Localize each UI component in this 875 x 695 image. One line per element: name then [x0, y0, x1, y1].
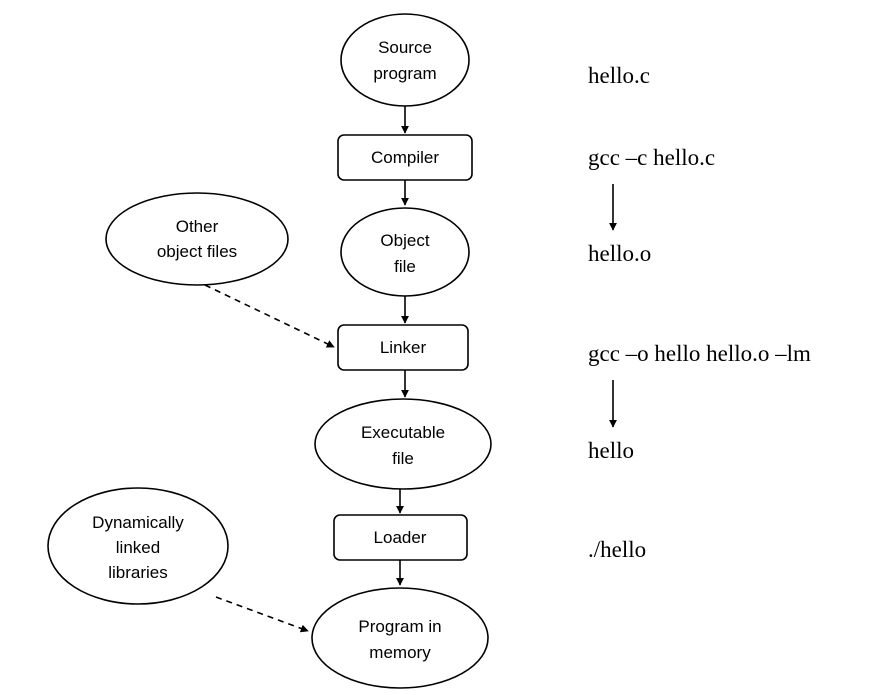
dashed-arrow-libraries-to-memory: [215, 596, 309, 633]
source-program-label-line2: program: [373, 64, 436, 83]
dynamic-libraries-node: Dynamically linked libraries: [47, 487, 229, 605]
executable-file-label-line2: file: [392, 449, 414, 468]
other-object-files-node: Other object files: [105, 192, 289, 286]
object-file-label-line1: Object: [380, 231, 429, 250]
dynamic-libraries-label-line3: libraries: [108, 563, 168, 582]
compiler-node: Compiler: [337, 134, 473, 181]
executable-file-label-line1: Executable: [361, 423, 445, 442]
loader-node: Loader: [333, 514, 468, 561]
object-file-node: Object file: [340, 207, 470, 297]
executable-file-node: Executable file: [314, 398, 492, 490]
object-file-label-line2: file: [394, 257, 416, 276]
command-source-file: hello.c: [588, 63, 650, 88]
program-in-memory-node: Program in memory: [311, 587, 489, 689]
program-in-memory-label-line2: memory: [369, 643, 431, 662]
source-program-node: Source program: [340, 13, 470, 107]
linker-node: Linker: [337, 324, 469, 371]
compiler-label: Compiler: [371, 148, 439, 167]
program-in-memory-label-line1: Program in: [358, 617, 441, 636]
other-object-files-label-line2: object files: [157, 242, 237, 261]
command-object-file: hello.o: [588, 241, 651, 266]
command-compile: gcc –c hello.c: [588, 145, 715, 170]
linker-label: Linker: [380, 338, 427, 357]
source-program-label-line1: Source: [378, 38, 432, 57]
command-executable: hello: [588, 438, 634, 463]
command-link: gcc –o hello hello.o –lm: [588, 341, 811, 366]
other-object-files-label-line1: Other: [176, 217, 219, 236]
dynamic-libraries-label-line2: linked: [116, 538, 160, 557]
loader-label: Loader: [374, 528, 427, 547]
dashed-arrow-other-objects-to-linker: [204, 284, 335, 348]
dynamic-libraries-label-line1: Dynamically: [92, 513, 184, 532]
command-run: ./hello: [588, 537, 646, 562]
